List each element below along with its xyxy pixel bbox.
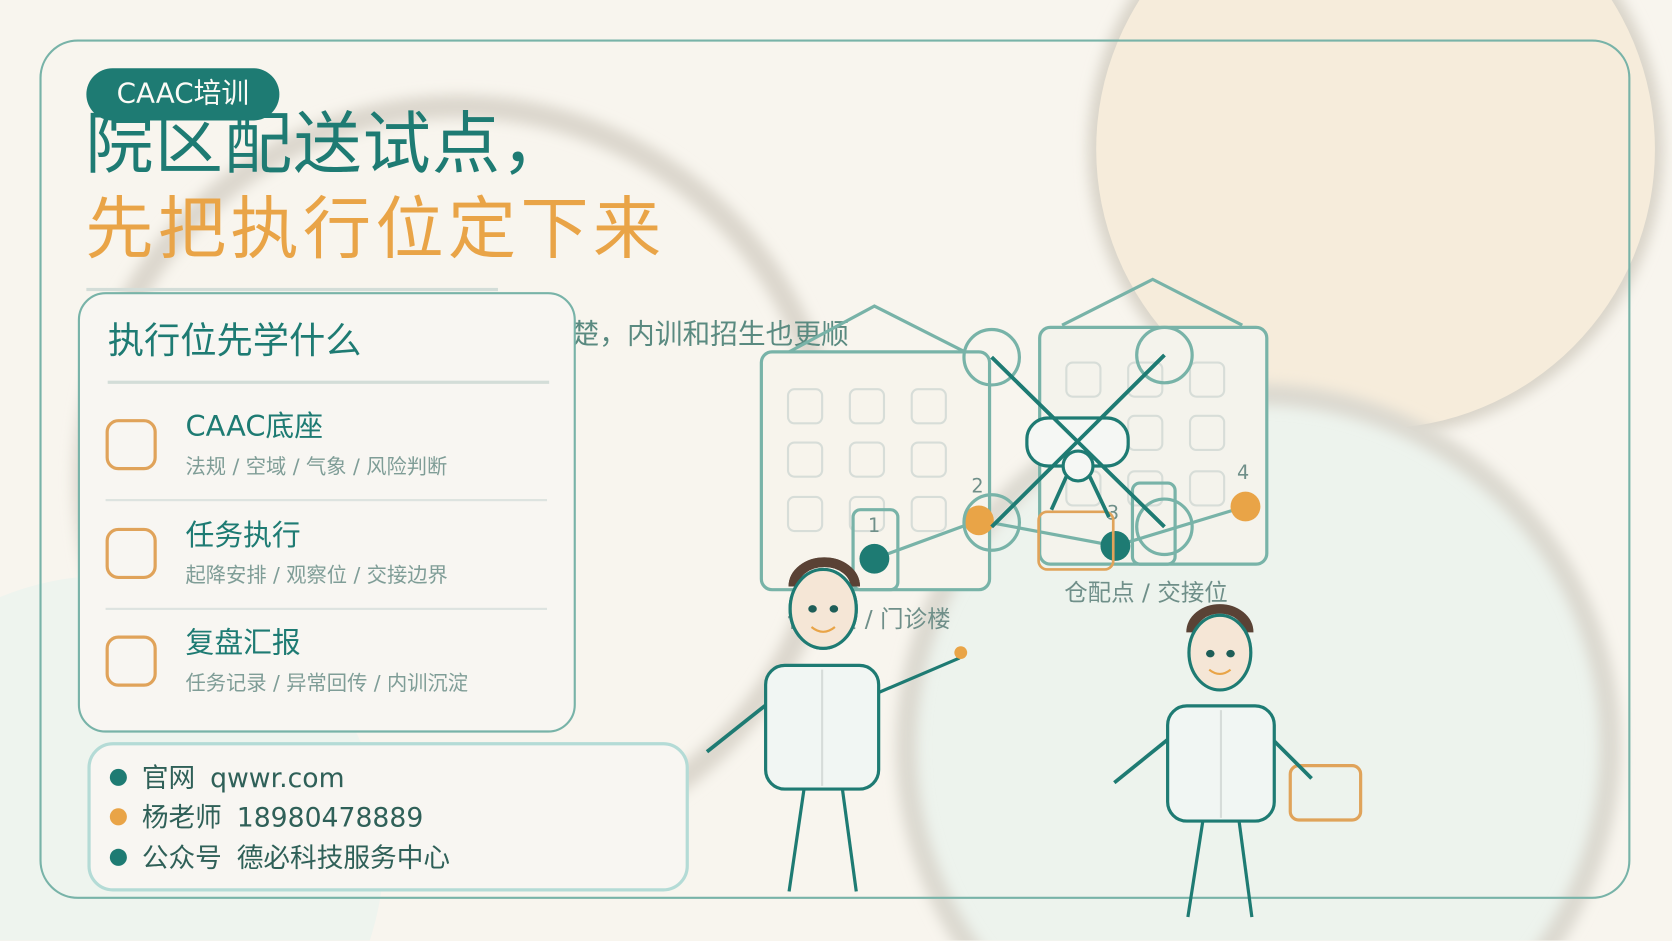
learning-item: 复盘汇报 任务记录 / 异常回传 / 内训沉淀 <box>105 622 552 730</box>
title-line-2: 先把执行位定下来 <box>85 190 666 270</box>
route-point-1-icon <box>859 543 890 574</box>
bullet-icon <box>109 848 127 866</box>
route-point-4-icon <box>1230 491 1261 522</box>
building-right-label: 仓配点 / 交接位 <box>1064 580 1228 607</box>
card-divider <box>107 380 550 384</box>
route-point-3-icon <box>1100 531 1131 561</box>
bullet-icon <box>109 768 127 786</box>
title-divider <box>86 287 498 292</box>
checkbox-icon <box>105 419 157 471</box>
item-divider <box>105 499 548 502</box>
learning-item-name: 复盘汇报 <box>185 627 301 661</box>
contact-wechat: 公众号德必科技服务中心 <box>109 840 451 876</box>
svg-text:1: 1 <box>868 514 880 537</box>
checkbox-icon <box>105 635 157 687</box>
learning-item-name: CAAC底座 <box>185 410 324 444</box>
item-divider <box>105 607 548 610</box>
delivery-route: 1 2 3 4 <box>859 461 1261 574</box>
wechat-account: 德必科技服务中心 <box>236 842 451 874</box>
caac-badge: CAAC培训 <box>86 68 280 121</box>
person-right-icon <box>1113 604 1363 918</box>
learning-item: 任务执行 起降安排 / 观察位 / 交接边界 <box>105 514 552 622</box>
learning-item-desc: 任务记录 / 异常回传 / 内训沉淀 <box>185 671 469 696</box>
website-link[interactable]: qwwr.com <box>210 762 345 794</box>
svg-text:3: 3 <box>1107 501 1119 524</box>
svg-text:4: 4 <box>1237 461 1249 484</box>
checkbox-icon <box>105 527 157 580</box>
card-title: 执行位先学什么 <box>107 319 362 363</box>
learning-item-name: 任务执行 <box>185 519 301 553</box>
drone-icon <box>962 325 1194 571</box>
bullet-icon <box>109 808 127 826</box>
learning-item: CAAC底座 法规 / 空域 / 气象 / 风险判断 <box>105 405 552 513</box>
route-point-2-icon <box>963 505 994 536</box>
learning-item-desc: 起降安排 / 观察位 / 交接边界 <box>185 564 448 588</box>
learning-card: 执行位先学什么 CAAC底座 法规 / 空域 / 气象 / 风险判断 任务执行 … <box>77 292 576 733</box>
building-left-icon <box>759 304 992 592</box>
learning-item-desc: 法规 / 空域 / 气象 / 风险判断 <box>185 455 448 479</box>
slide-frame <box>39 39 1631 899</box>
phone-number: 18980478889 <box>236 801 424 833</box>
svg-text:2: 2 <box>971 475 983 498</box>
